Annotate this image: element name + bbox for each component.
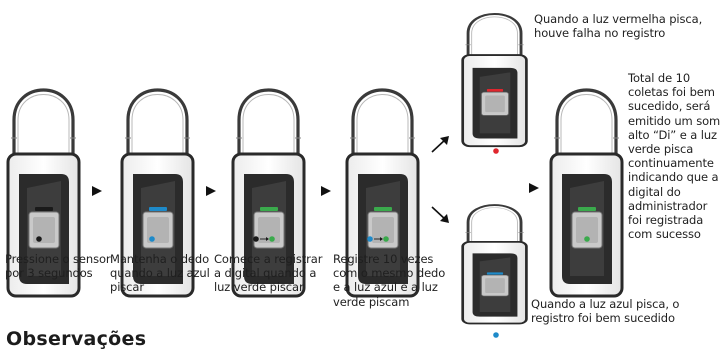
dot-ok-icon [493, 332, 499, 338]
arrow-up-right-icon [431, 136, 449, 153]
lock-final [549, 88, 624, 298]
arrow-right-icon-3 [321, 186, 331, 196]
led-bar [149, 207, 167, 211]
dot-step-3-icon [253, 236, 275, 242]
led-bar [486, 89, 504, 92]
arrow-right-icon-2 [206, 186, 216, 196]
lock-branch-ok [461, 203, 528, 325]
arrow-down-right-icon [431, 206, 449, 223]
lock-step-1 [6, 88, 81, 298]
dot-step-1-icon [36, 236, 42, 242]
step-2-label: Mantenha o dedo quando a luz azul piscar [110, 252, 210, 295]
arrow-right-icon-1 [92, 186, 102, 196]
lock-step-3 [231, 88, 306, 298]
lock-step-4 [345, 88, 420, 298]
ok-note: Quando a luz azul pisca, o registro foi … [531, 297, 680, 326]
step-1-label: Pressione o sensor por 3 segundos [5, 252, 111, 281]
led-bar [486, 272, 504, 275]
fail-note: Quando a luz vermelha pisca, houve falha… [534, 12, 703, 41]
dot-final-icon [584, 236, 590, 242]
final-note: Total de 10 coletas foi bem sucedido, se… [628, 71, 721, 242]
fingerprint-registration-diagram: Pressione o sensor por 3 segundos Manten… [5, 12, 721, 350]
step-4-label: Registre 10 vezes com o mesmo dedo e a l… [333, 252, 446, 309]
dot-step-4-icon [367, 236, 389, 242]
led-bar [374, 207, 392, 211]
dot-fail-icon [493, 148, 499, 154]
dot-step-2-icon [149, 236, 155, 242]
lock-branch-fail [461, 12, 528, 148]
step-3-label: Comece a registrar a digital quando a lu… [214, 252, 323, 295]
lock-step-2 [120, 88, 195, 298]
indicator-dots [36, 136, 590, 338]
led-bar [35, 207, 53, 211]
led-bar [260, 207, 278, 211]
led-bar [578, 207, 596, 211]
observations-heading: Observações [6, 328, 147, 350]
arrow-right-icon-4 [529, 183, 539, 193]
